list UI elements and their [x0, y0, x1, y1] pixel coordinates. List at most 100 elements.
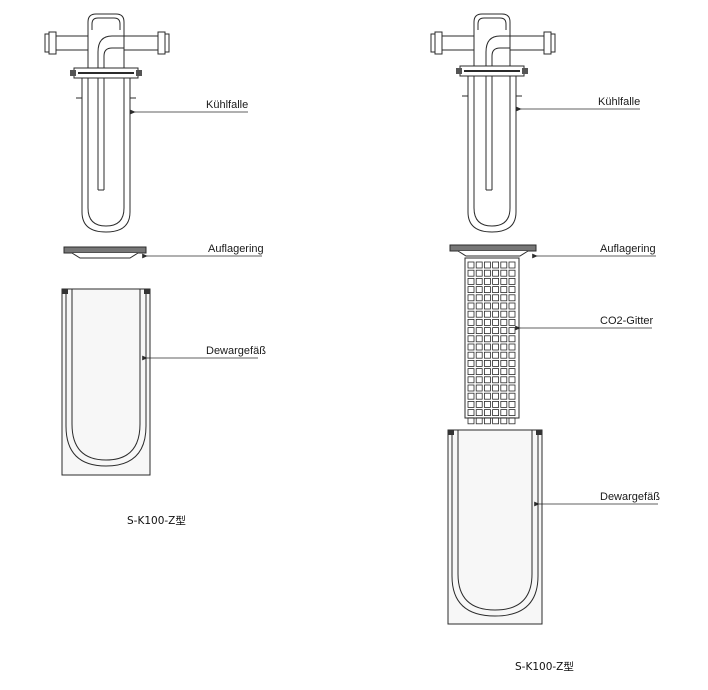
grid-hole: [467, 310, 475, 318]
grid-hole: [492, 384, 500, 392]
grid-hole: [508, 318, 516, 326]
right-label-support-ring: Auflagering: [600, 243, 656, 255]
grid-hole: [483, 384, 491, 392]
right-caption: S-K100-Z型: [515, 661, 574, 673]
grid-hole: [508, 392, 516, 400]
grid-hole: [492, 392, 500, 400]
left-dewar: [61, 288, 151, 476]
grid-hole: [483, 376, 491, 384]
grid-hole: [500, 302, 508, 310]
grid-hole: [508, 376, 516, 384]
grid-hole: [500, 327, 508, 335]
grid-hole: [467, 269, 475, 277]
grid-hole: [483, 286, 491, 294]
right-label-dewar: Dewargefäß: [600, 491, 660, 503]
grid-hole: [508, 277, 516, 285]
grid-hole: [467, 286, 475, 294]
grid-hole: [467, 368, 475, 376]
grid-hole: [492, 277, 500, 285]
grid-hole: [475, 294, 483, 302]
right-label-co2-grid: CO2-Gitter: [600, 315, 654, 327]
grid-hole: [467, 261, 475, 269]
grid-hole: [508, 400, 516, 408]
left-support-ring: [63, 246, 147, 259]
grid-hole: [500, 261, 508, 269]
grid-hole: [492, 400, 500, 408]
grid-hole: [500, 269, 508, 277]
grid-hole: [500, 400, 508, 408]
grid-hole: [500, 335, 508, 343]
left-cold-trap: [44, 13, 170, 233]
grid-hole: [508, 269, 516, 277]
grid-hole: [475, 277, 483, 285]
grid-hole: [475, 400, 483, 408]
grid-hole: [492, 302, 500, 310]
grid-hole: [475, 318, 483, 326]
grid-hole: [483, 343, 491, 351]
grid-hole: [483, 327, 491, 335]
grid-hole: [475, 327, 483, 335]
grid-hole: [508, 310, 516, 318]
grid-hole: [508, 286, 516, 294]
grid-hole: [483, 409, 491, 417]
grid-hole: [500, 417, 508, 425]
grid-hole: [475, 302, 483, 310]
grid-hole: [500, 351, 508, 359]
grid-hole: [483, 392, 491, 400]
grid-hole: [475, 343, 483, 351]
grid-hole: [467, 384, 475, 392]
grid-hole: [508, 335, 516, 343]
grid-hole: [475, 376, 483, 384]
grid-hole: [467, 335, 475, 343]
grid-hole: [492, 310, 500, 318]
grid-hole: [492, 261, 500, 269]
grid-hole: [500, 368, 508, 376]
grid-hole: [467, 327, 475, 335]
grid-hole: [508, 384, 516, 392]
grid-hole: [467, 409, 475, 417]
grid-hole: [492, 335, 500, 343]
grid-hole: [483, 400, 491, 408]
grid-hole: [467, 277, 475, 285]
grid-hole: [492, 351, 500, 359]
grid-hole: [475, 417, 483, 425]
grid-hole: [483, 277, 491, 285]
grid-hole: [500, 318, 508, 326]
grid-hole: [492, 318, 500, 326]
grid-hole: [475, 409, 483, 417]
grid-hole: [500, 310, 508, 318]
grid-hole: [492, 376, 500, 384]
grid-hole: [475, 261, 483, 269]
grid-hole: [483, 417, 491, 425]
grid-hole: [475, 269, 483, 277]
grid-hole: [500, 277, 508, 285]
grid-hole: [475, 310, 483, 318]
grid-hole: [492, 286, 500, 294]
grid-hole: [500, 392, 508, 400]
grid-hole: [483, 269, 491, 277]
right-support-ring: [449, 244, 537, 257]
grid-hole: [508, 417, 516, 425]
right-co2-grid: [464, 257, 520, 425]
grid-hole: [483, 294, 491, 302]
grid-hole: [508, 409, 516, 417]
grid-hole: [475, 351, 483, 359]
grid-hole: [475, 392, 483, 400]
grid-hole: [492, 417, 500, 425]
grid-hole: [508, 327, 516, 335]
grid-hole: [500, 359, 508, 367]
grid-hole: [475, 286, 483, 294]
grid-hole: [492, 294, 500, 302]
grid-hole: [492, 269, 500, 277]
grid-hole: [500, 286, 508, 294]
grid-hole: [467, 343, 475, 351]
right-cold-trap: [430, 13, 556, 233]
grid-hole: [508, 294, 516, 302]
grid-hole: [475, 359, 483, 367]
grid-hole: [500, 376, 508, 384]
grid-hole: [467, 376, 475, 384]
grid-hole: [467, 302, 475, 310]
grid-hole: [467, 351, 475, 359]
grid-hole: [492, 368, 500, 376]
left-label-dewar: Dewargefäß: [206, 345, 266, 357]
